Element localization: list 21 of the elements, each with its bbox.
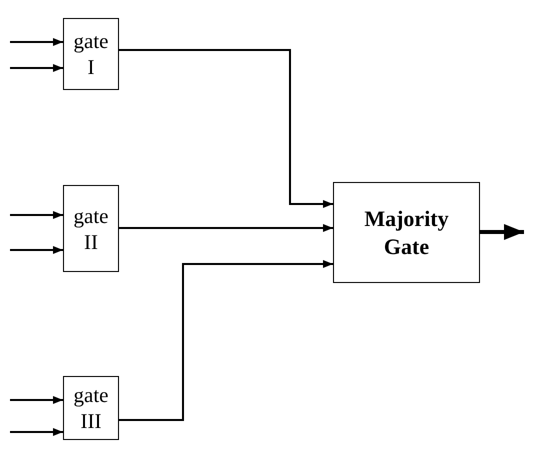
arrow — [10, 38, 63, 46]
arrow — [10, 428, 63, 436]
majority-gate-box — [333, 182, 480, 283]
gate-label: III — [80, 408, 102, 434]
gate-label: gate — [74, 202, 108, 228]
gate-label: Majority Gate — [363, 204, 450, 260]
gate-label: gate — [74, 28, 108, 54]
gate-box — [63, 185, 119, 272]
gate-box — [63, 376, 119, 440]
arrow — [10, 211, 63, 219]
gate-label: gate — [74, 382, 108, 408]
gate-label: I — [88, 54, 94, 80]
arrow — [10, 64, 63, 72]
arrow — [119, 224, 333, 232]
arrow — [10, 246, 63, 254]
gate-label: II — [84, 228, 98, 254]
arrow — [119, 260, 333, 421]
arrow — [119, 49, 333, 208]
gate-box — [63, 18, 119, 90]
arrow — [480, 224, 524, 240]
arrow — [10, 396, 63, 404]
